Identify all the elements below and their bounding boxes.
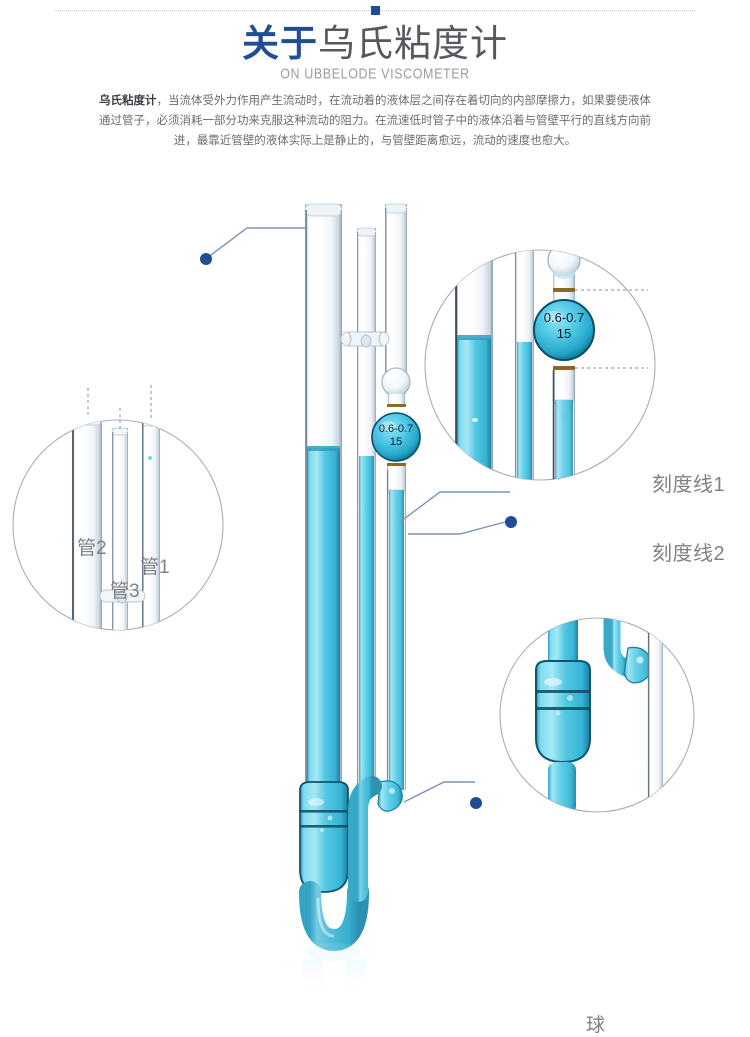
leader-line-middle [399,491,510,523]
detail-circle-scale-lines: 0.6-0.7 15 [424,249,656,481]
callout-label-tube-1: 管1 [140,557,170,578]
page-title: 关于乌氏粘度计 [0,22,750,66]
top-marker-square [371,6,380,15]
svg-text:0.6-0.7: 0.6-0.7 [544,310,584,325]
detail-circle-tubes [12,385,224,631]
callout-label-tube-2: 管2 [77,538,107,559]
page-title-rest: 乌氏粘度计 [318,23,508,64]
leader-dot-middle [505,516,517,528]
intro-paragraph: 乌氏粘度计，当流体受外力作用产生流动时，在流动着的液体层之间存在着切向的内部摩擦… [95,91,655,151]
callout-label-tube-3: 管3 [110,581,140,602]
callout-label-scale-line-2: 刻度线2 [652,543,726,565]
viscometer-svg: 0.6-0.7 15 [12,203,695,1011]
u-bend [299,776,382,952]
capillary-tube [386,466,407,790]
page-subtitle: ON UBBELODE VISCOMETER [280,65,470,83]
tube-2-glass [304,203,343,794]
leader-dot-bottom [470,797,482,809]
leader-dots [200,253,517,809]
page-header: 关于乌氏粘度计 ON UBBELODE VISCOMETER [0,22,750,83]
reservoir-bulb [299,781,349,893]
leader-line-middle-real [408,521,506,535]
callout-label-scale-line-1: 刻度线1 [652,474,726,496]
upper-small-bulb [381,367,411,406]
svg-text:15: 15 [557,326,571,341]
tube-cross-connector [340,331,390,348]
bulb-size-text: 15 [390,436,402,448]
scale-mark-2 [387,463,406,466]
tube-3-glass [356,227,377,788]
leader-lines [206,227,510,803]
apparatus-reflection [302,943,366,1011]
detail-circle-ball [499,617,695,813]
viscometer-illustration: 0.6-0.7 15 [0,170,750,1036]
right-arm-bulb [377,780,403,812]
scale-mark-1 [387,404,406,407]
intro-lead: 乌氏粘度计 [99,94,157,107]
leader-line-bottom [403,781,475,803]
leader-line-top [206,227,305,259]
page-title-highlight: 关于 [242,23,318,64]
measuring-bulb: 0.6-0.7 15 [371,412,421,462]
leader-dot-top [200,253,212,265]
intro-body: ，当流体受外力作用产生流动时，在流动着的液体层之间存在着切向的内部摩擦力，如果要… [99,94,651,147]
tube-1-glass [384,203,408,384]
bulb-range-text: 0.6-0.7 [379,423,413,435]
callout-label-ball: 球 [586,1015,606,1036]
main-apparatus: 0.6-0.7 15 [299,203,421,1011]
